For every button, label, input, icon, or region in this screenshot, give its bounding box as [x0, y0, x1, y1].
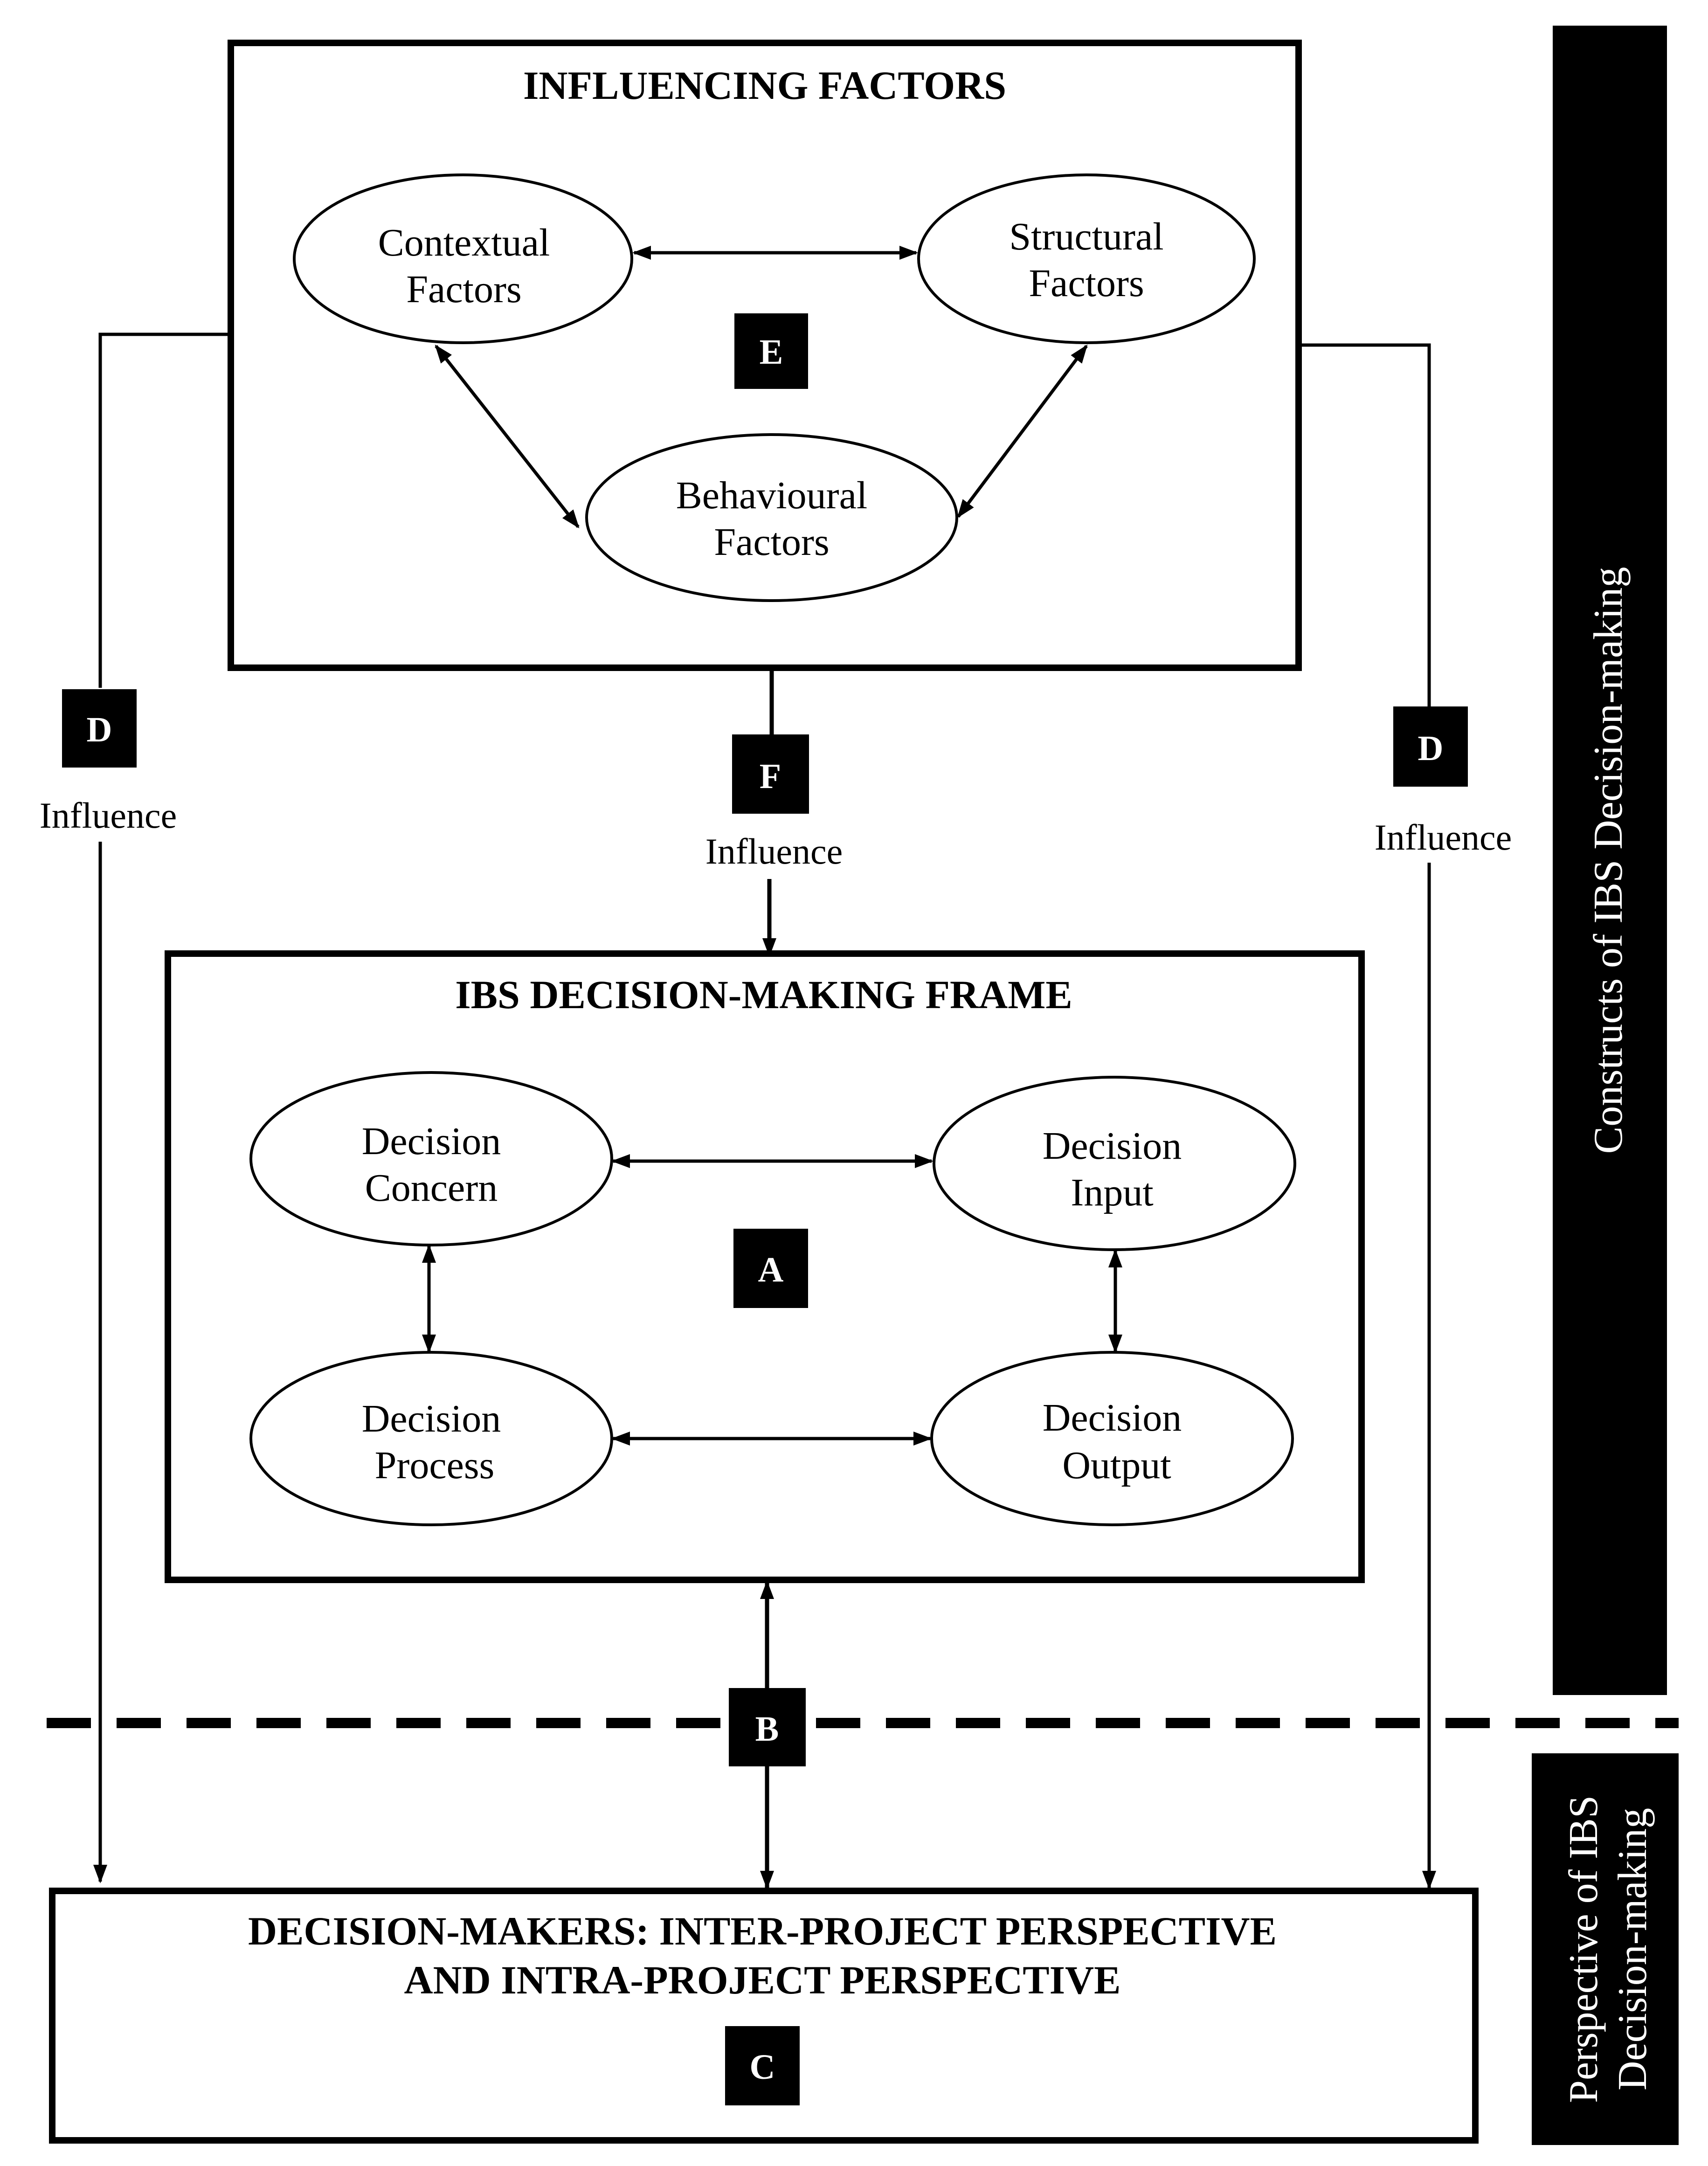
left-influence-connector [98, 332, 231, 688]
badge-c [725, 2026, 800, 2105]
perspective-sidebar-bar [1532, 1753, 1679, 2145]
behavioural-factors-label-line2: Factors [714, 520, 829, 564]
right-influence-label: Influence [1375, 817, 1512, 858]
decision-makers-box [49, 1888, 1479, 2144]
badge-c-label: C [750, 2048, 775, 2087]
decision-makers-title-line2: AND INTRA-PROJECT PERSPECTIVE [404, 1958, 1120, 2002]
influencing-factors-box [228, 40, 1302, 671]
badge-b-label: B [755, 1709, 779, 1749]
badge-f-label: F [760, 757, 781, 796]
contextual-factors-node [293, 173, 633, 344]
decision-concern-label-line2: Concern [365, 1166, 498, 1210]
decision-process-label-line1: Decision [362, 1397, 501, 1440]
contextual-factors-label-line1: Contextual [378, 221, 550, 264]
badge-f [732, 734, 809, 814]
perspective-sidebar-label-line2: Decision-making [1610, 1808, 1655, 2090]
decision-output-label-line1: Decision [1043, 1396, 1182, 1439]
right-influence-connector [1299, 343, 1431, 706]
perspective-sidebar-label-line1: Perspective of IBS [1561, 1795, 1606, 2103]
decision-output-label-line2: Output [1062, 1444, 1171, 1487]
badge-a-label: A [758, 1250, 784, 1289]
badge-e [734, 313, 808, 389]
structural-behavioural-arrow [957, 344, 1088, 519]
badge-d-left-label: D [87, 710, 112, 749]
badge-d-right [1393, 706, 1468, 787]
behavioural-factors-label-line1: Behavioural [676, 474, 868, 517]
structural-factors-node [917, 173, 1256, 344]
contextual-factors-label-line2: Factors [406, 268, 521, 311]
decision-makers-title-line1: DECISION-MAKERS: INTER-PROJECT PERSPECTI… [248, 1909, 1277, 1953]
decision-process-label-line2: Process [375, 1444, 495, 1487]
influencing-factors-title: INFLUENCING FACTORS [523, 63, 1006, 108]
badge-b [729, 1688, 806, 1766]
structural-factors-label-line2: Factors [1029, 262, 1144, 305]
badge-a [733, 1229, 808, 1308]
constructs-sidebar-label: Constructs of IBS Decision-making [1586, 567, 1631, 1154]
badge-d-left [62, 689, 137, 768]
decision-concern-label-line1: Decision [362, 1120, 501, 1163]
constructs-sidebar-bar [1553, 26, 1667, 1695]
badge-e-label: E [760, 332, 783, 372]
left-influence-label: Influence [40, 795, 177, 836]
structural-factors-label-line1: Structural [1009, 215, 1163, 258]
behavioural-factors-node [585, 433, 958, 602]
badge-d-right-label: D [1418, 729, 1444, 768]
center-influence-label: Influence [705, 831, 843, 872]
decision-input-label-line1: Decision [1043, 1124, 1182, 1168]
contextual-behavioural-arrow [435, 344, 580, 529]
decision-making-frame-title: IBS DECISION-MAKING FRAME [455, 972, 1072, 1017]
decision-making-frame-box [165, 950, 1365, 1583]
decision-input-label-line2: Input [1071, 1171, 1153, 1214]
